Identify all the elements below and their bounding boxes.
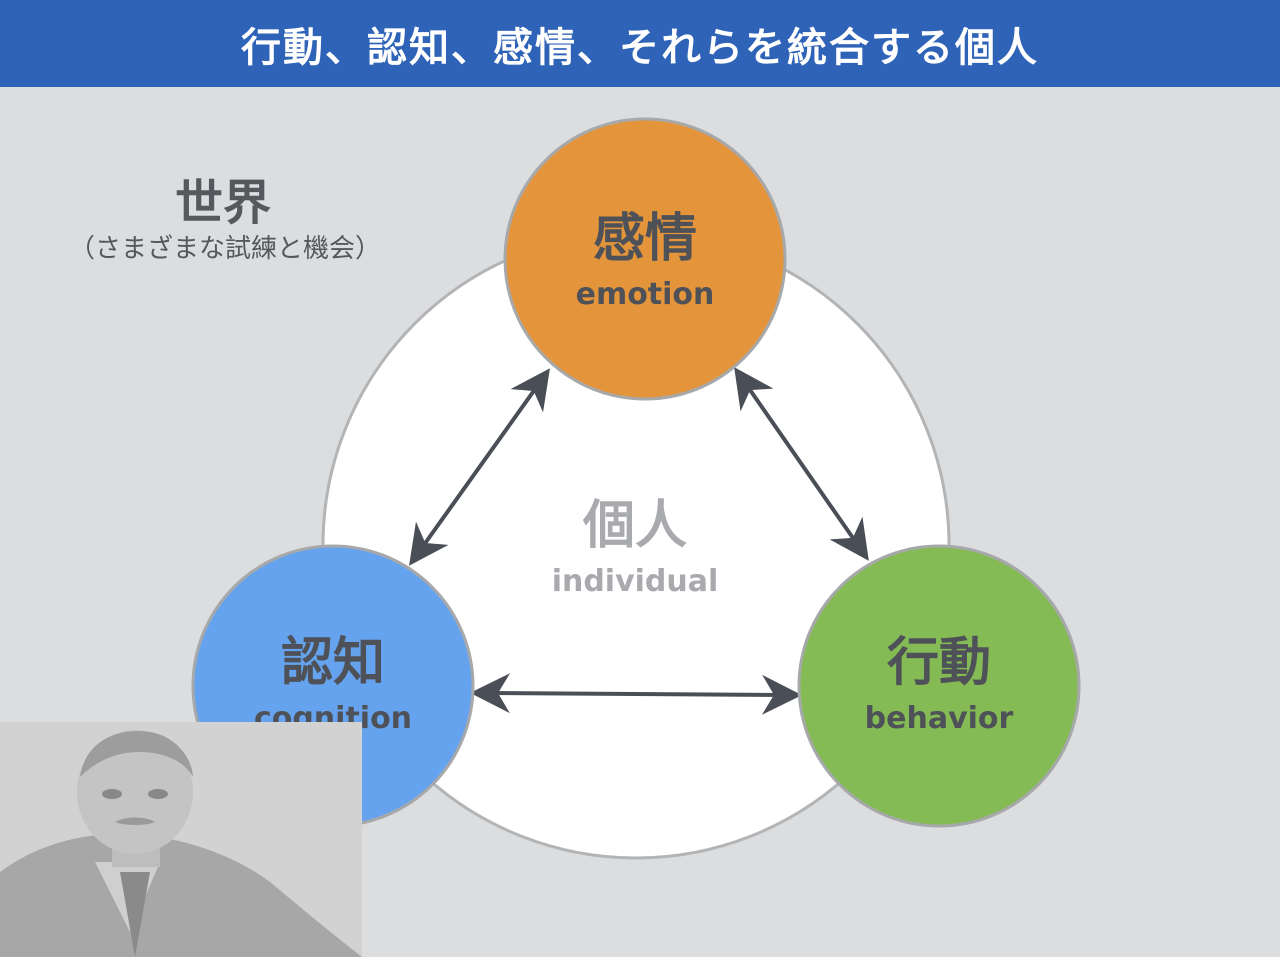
page-title: 行動、認知、感情、それらを統合する個人 <box>241 24 1039 71</box>
behavior-en: behavior <box>864 701 1014 736</box>
cognition-label: 認知 cognition <box>213 620 453 736</box>
behavior-circle <box>797 544 1081 828</box>
individual-en: individual <box>551 564 719 599</box>
arrow-emotion-cognition <box>409 368 550 566</box>
arrow-cognition-behavior <box>470 673 802 715</box>
emotion-jp: 感情 <box>592 209 697 269</box>
cognition-jp: 認知 <box>280 633 385 693</box>
individual-jp: 個人 <box>582 496 687 556</box>
title-bar: 行動、認知、感情、それらを統合する個人 <box>0 0 1280 87</box>
portrait-photo <box>0 722 362 957</box>
behavior-jp: 行動 <box>886 633 991 693</box>
emotion-en: emotion <box>575 277 715 312</box>
individual-label: 個人 individual <box>515 483 755 599</box>
behavior-label: 行動 behavior <box>819 620 1059 736</box>
arrow-emotion-behavior <box>734 367 869 561</box>
world-subtitle: （さまざまな試練と機会） <box>68 234 381 264</box>
world-title: 世界 <box>174 175 271 231</box>
emotion-label: 感情 emotion <box>525 196 765 312</box>
emotion-circle <box>503 117 787 401</box>
